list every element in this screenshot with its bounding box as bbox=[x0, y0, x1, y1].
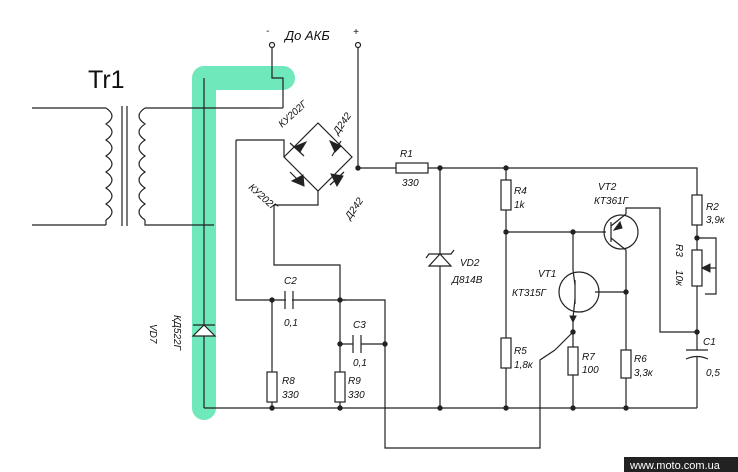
r6-value: 3,3к bbox=[634, 368, 654, 379]
r4-value: 1k bbox=[514, 200, 526, 211]
resistor-r1: R1 330 bbox=[358, 149, 698, 195]
vd2-name: VD2 bbox=[460, 258, 480, 269]
vt2-value: КТ361Г bbox=[594, 196, 630, 207]
r7-value: 100 bbox=[582, 365, 599, 376]
resistor-r5: R5 1,8к bbox=[500, 232, 534, 408]
diode-vd7: КД522Г VD7 bbox=[147, 78, 217, 408]
resistor-r2: R2 3,9к bbox=[691, 194, 726, 238]
thyristor-top-left bbox=[289, 140, 308, 157]
transistor-vt2: VT2 КТ361Г bbox=[594, 182, 697, 350]
transformer-label: Tr1 bbox=[88, 66, 125, 94]
watermark-text: www.moto.com.ua bbox=[629, 460, 721, 472]
rectifier-bridge: КУ202Г КУ202Г Д242 Д242 bbox=[236, 98, 366, 223]
r8-value: 330 bbox=[282, 390, 299, 401]
bridge-diode-top-label: Д242 bbox=[331, 111, 354, 138]
r3-name: R3 bbox=[673, 244, 684, 257]
resistor-r9: R9 330 bbox=[334, 344, 365, 408]
r4-name: R4 bbox=[514, 186, 527, 197]
resistor-r8: R8 330 bbox=[266, 300, 299, 408]
r2-value: 3,9к bbox=[706, 215, 726, 226]
vt1-name: VT1 bbox=[538, 269, 556, 280]
vd7-value: КД522Г bbox=[171, 315, 182, 352]
bridge-diode-bottom-label: Д242 bbox=[343, 196, 366, 223]
diode-bottom-right bbox=[329, 171, 345, 188]
bridge-thyristor-bottom-label: КУ202Г bbox=[246, 182, 280, 214]
zener-vd2: VD2 Д814В bbox=[425, 168, 483, 408]
vd2-value: Д814В bbox=[451, 275, 483, 286]
r7-name: R7 bbox=[582, 352, 595, 363]
highlighted-trace bbox=[192, 66, 295, 420]
c1-value: 0,5 bbox=[706, 368, 720, 379]
c2-value: 0,1 bbox=[284, 318, 298, 329]
c2-name: C2 bbox=[284, 276, 297, 287]
c3-name: C3 bbox=[353, 320, 366, 331]
battery-plus-sign: + bbox=[353, 27, 359, 38]
vt1-value: КТ315Г bbox=[512, 288, 548, 299]
r8-name: R8 bbox=[282, 376, 295, 387]
r2-name: R2 bbox=[706, 202, 719, 213]
capacitor-c1: C1 0,5 bbox=[685, 332, 720, 408]
capacitor-c3: C3 0,1 bbox=[339, 300, 385, 369]
r9-name: R9 bbox=[348, 376, 361, 387]
resistor-r7: R7 100 bbox=[567, 332, 599, 408]
c3-value: 0,1 bbox=[353, 358, 367, 369]
r1-value: 330 bbox=[402, 178, 419, 189]
transformer-tr1: Tr1 bbox=[32, 66, 270, 226]
resistor-r6: R6 3,3к bbox=[620, 349, 654, 408]
diode-top-right bbox=[328, 139, 342, 157]
r9-value: 330 bbox=[348, 390, 365, 401]
bridge-thyristor-top-label: КУ202Г bbox=[277, 98, 311, 130]
c1-name: C1 bbox=[703, 337, 716, 348]
battery-minus-sign: - bbox=[266, 26, 270, 37]
resistor-r4: R4 1k bbox=[500, 168, 527, 232]
r1-name: R1 bbox=[400, 149, 413, 160]
r6-name: R6 bbox=[634, 354, 647, 365]
r5-name: R5 bbox=[514, 346, 527, 357]
battery-minus-terminal bbox=[268, 41, 276, 49]
battery-terminals: До АКБ - + bbox=[266, 26, 362, 168]
battery-label: До АКБ bbox=[283, 28, 330, 43]
transistor-vt1: VT1 КТ315Г bbox=[512, 232, 626, 332]
potentiometer-r3: R3 10к bbox=[673, 237, 717, 332]
thyristor-bottom-left bbox=[289, 171, 305, 187]
vt2-name: VT2 bbox=[598, 182, 617, 193]
vd7-name: VD7 bbox=[147, 324, 158, 344]
r5-value: 1,8к bbox=[514, 360, 534, 371]
battery-plus-terminal bbox=[354, 41, 362, 49]
capacitor-c2: C2 0,1 bbox=[284, 276, 298, 329]
watermark-bar bbox=[624, 457, 738, 472]
r3-value: 10к bbox=[673, 270, 684, 287]
